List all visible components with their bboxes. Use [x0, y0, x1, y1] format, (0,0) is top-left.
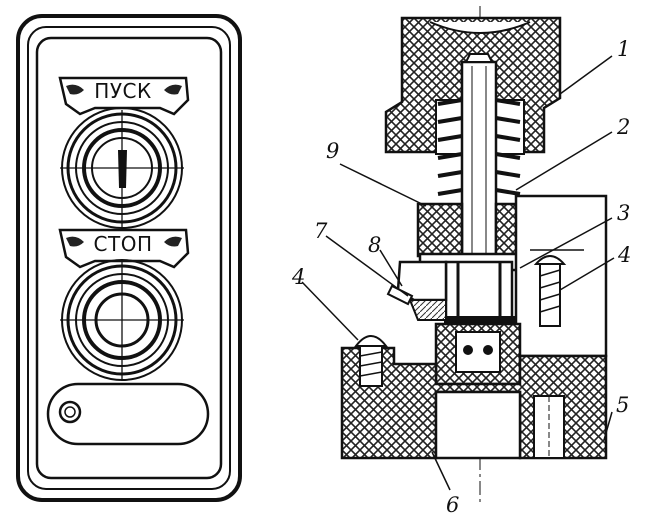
callout-1: 1: [617, 37, 630, 61]
station-outer-frame: [16, 14, 242, 502]
start-label-plate: ПУСК: [58, 76, 190, 116]
station-inner-frame: [27, 26, 231, 490]
callout-9: 9: [326, 139, 339, 163]
contact-chamber: [434, 322, 522, 386]
callout-7: 7: [314, 219, 328, 243]
front-view: ПУСК СТОП: [16, 14, 242, 502]
callout-5: 5: [616, 393, 629, 417]
signal-window: [46, 382, 210, 446]
callout-6: 6: [446, 493, 459, 517]
stop-button: [60, 259, 184, 381]
callout-4-left: 4: [291, 265, 305, 289]
callout-2: 2: [616, 115, 630, 139]
callout-4-right: 4: [617, 243, 631, 267]
contact-bridge: [418, 252, 522, 326]
terminal-clip: [386, 260, 448, 321]
signal-lamp: [58, 400, 82, 424]
station-panel-border: [35, 36, 223, 480]
start-label-text: ПУСК: [94, 79, 151, 103]
callout-3: 3: [617, 201, 630, 225]
guide-bushing: [416, 202, 520, 258]
leader-lines: [301, 55, 615, 491]
stop-label-text: СТОП: [94, 232, 153, 256]
start-button: [60, 107, 184, 229]
fixing-screw-right: [533, 255, 567, 327]
return-spring: [437, 98, 521, 196]
base-housing: [340, 346, 608, 460]
stop-label-plate: СТОП: [58, 228, 190, 269]
right-housing: [514, 194, 608, 358]
callout-8: 8: [368, 233, 381, 257]
fixing-screw-left: [353, 335, 389, 387]
section-view: 1 2 3 4 5 6 7 8 9 4: [291, 6, 631, 517]
